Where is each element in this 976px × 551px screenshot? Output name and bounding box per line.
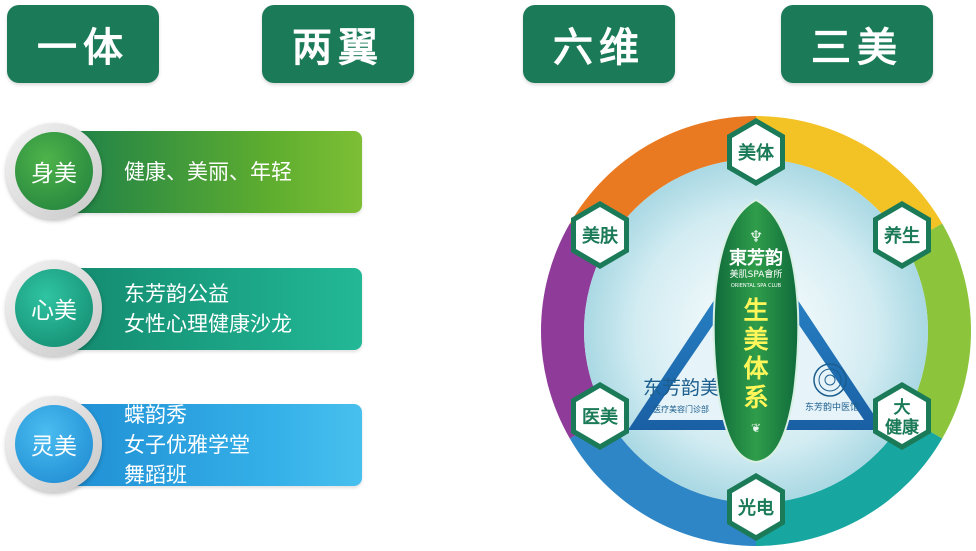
shenmei-line-1: 健康、美丽、年轻: [124, 160, 292, 184]
center-title-2: 美: [743, 325, 768, 354]
xinmei-bar: 东芳韵公益 女性心理健康沙龙: [64, 268, 362, 350]
left-wing-sub: 医疗美容门诊部: [653, 404, 709, 414]
hex-top: 美体: [727, 118, 785, 186]
center-brand: 東芳韵: [729, 247, 783, 269]
center-pill: [712, 198, 800, 464]
hex-upper-right-label: 养生: [883, 225, 920, 247]
shenmei-bar: 健康、美丽、年轻: [64, 131, 362, 213]
hex-upper-left-label: 美肤: [582, 225, 619, 247]
xinmei-line-1: 东芳韵公益: [124, 282, 229, 306]
ring-segment-lightgreen: [904, 223, 971, 439]
hex-bottom-label: 光电: [737, 497, 774, 519]
shenmei-disc: 身美: [6, 123, 102, 219]
ring-segment-teal: [756, 417, 943, 546]
lingmei-line-1: 蝶韵秀: [124, 403, 187, 427]
center-brand-sub: 美肌SPA會所: [730, 268, 783, 280]
hex-lower-left-label: 医美: [582, 406, 618, 428]
six-dimension-wheel: 东芳韵美 医疗美容门诊部 东芳韵中医馆 ♆ 東芳韵 美肌SPA會所 ORIENT…: [541, 116, 971, 546]
right-wing-emblem: [813, 363, 847, 397]
left-wing-title: 东芳韵美: [643, 377, 719, 399]
xinmei-disc: 心美: [6, 260, 102, 356]
right-wing-title: 东芳韵中医馆: [805, 401, 859, 413]
color-ring: [541, 116, 971, 546]
hex-top-label: 美体: [738, 142, 775, 164]
hex-lower-right-label-1: 大: [894, 397, 911, 418]
tab-yiti: 一体: [7, 5, 159, 83]
hex-lower-right-label-2: 健康: [885, 417, 920, 438]
xinmei-line-2: 女性心理健康沙龙: [124, 312, 292, 336]
hex-lower-right: 大 健康: [873, 382, 931, 450]
center-bottom-mark-icon: ❦: [751, 421, 761, 435]
tab-sanmei: 三美: [781, 5, 933, 83]
hex-bottom: 光电: [727, 473, 785, 541]
hex-upper-left: 美肤: [571, 201, 629, 269]
hex-lower-left: 医美: [571, 382, 629, 450]
center-brand-en: ORIENTAL SPA CLUB: [731, 283, 782, 289]
hex-upper-right: 养生: [873, 201, 931, 269]
lingmei-disc: 灵美: [6, 396, 102, 492]
tab-liangyi: 两翼: [262, 5, 414, 83]
ring-segment-blue: [569, 417, 756, 546]
center-title-4: 系: [743, 383, 768, 412]
center-title-3: 体: [743, 354, 769, 383]
lingmei-title: 灵美: [15, 405, 93, 483]
xinmei-title: 心美: [15, 269, 93, 347]
lingmei-bar: 蝶韵秀 女子优雅学堂 舞蹈班: [64, 403, 362, 487]
tab-liuwei: 六维: [523, 5, 675, 83]
center-brand-mark-icon: ♆: [749, 227, 763, 246]
lingmei-line-3: 舞蹈班: [124, 463, 187, 487]
center-title-1: 生: [743, 296, 768, 325]
shenmei-title: 身美: [15, 132, 93, 210]
ring-segment-purple: [541, 223, 608, 439]
lingmei-line-2: 女子优雅学堂: [124, 433, 250, 457]
